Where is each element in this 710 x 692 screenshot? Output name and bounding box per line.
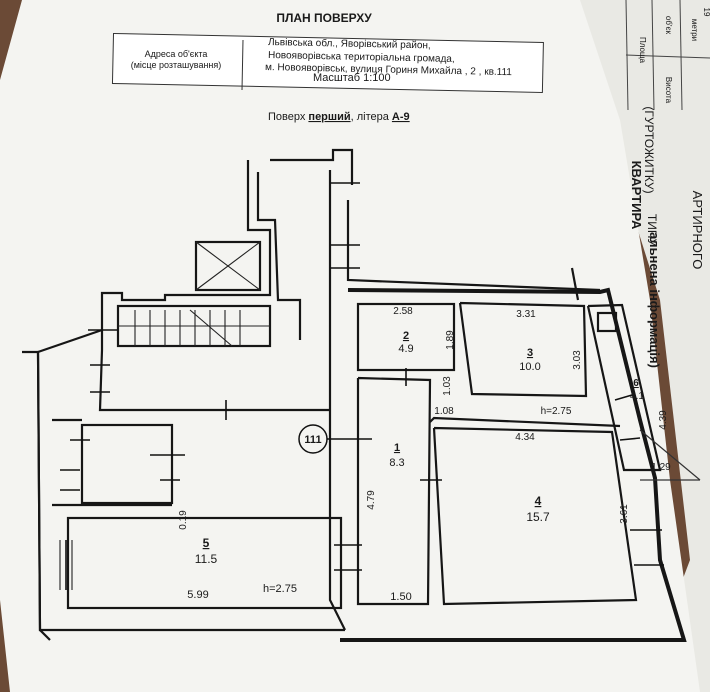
floor-letter: А-9 — [392, 111, 410, 123]
room-5-id: 5 — [203, 536, 210, 550]
dim-r6-width: 1.29 — [651, 462, 671, 473]
side-header-2: Висота — [664, 77, 673, 104]
side-title-4: АРТИРНОГО — [690, 191, 705, 270]
room-2-area: 4.9 — [398, 343, 413, 355]
address-line-2: Новояворівська територіальна громада, — [268, 50, 455, 65]
room-4-outline — [432, 426, 638, 606]
address-label-2: (місце розташування) — [131, 60, 222, 70]
plan-drawing — [22, 148, 687, 642]
ceiling-height-r5: h=2.75 — [263, 583, 297, 595]
room-3-id: 3 — [527, 347, 533, 359]
room-4-id: 4 — [535, 494, 542, 508]
dim-r3-height: 3.03 — [572, 350, 583, 370]
side-title-5: альнена інформація) — [647, 232, 662, 368]
room-4-area: 15.7 — [526, 510, 550, 524]
address-label-1: Адреса об'єкта — [145, 49, 208, 59]
back-sheet — [565, 0, 710, 692]
dim-r5-offset: 0.19 — [178, 510, 189, 530]
ceiling-height-r3: h=2.75 — [541, 406, 572, 417]
dim-r5-width: 5.99 — [187, 589, 208, 601]
apartment-marker: 111 — [298, 424, 372, 454]
side-title-3: ТИПУ — [645, 214, 659, 247]
room-2-id: 2 — [403, 330, 409, 342]
dim-r4-height: 3.61 — [619, 504, 630, 524]
dim-r4-width: 4.34 — [515, 432, 535, 443]
room-5-outline — [66, 516, 343, 610]
side-header-1: Площа — [638, 37, 647, 64]
room-1-area: 8.3 — [389, 457, 404, 469]
side-sheet: Площа Висота об'єк метри 19 КВАРТИРА (ГУ… — [625, 0, 710, 481]
apartment-number: 111 — [304, 434, 321, 446]
dim-r1-bottom: 1.50 — [390, 591, 411, 603]
side-page-number: 19 — [702, 8, 710, 17]
address-line-3: м. Новояворівськ, вулиця Гориня Михайла … — [265, 62, 513, 78]
floor-middle: , літера — [351, 111, 392, 123]
side-header-3: об'єк — [664, 16, 673, 35]
plan-title: ПЛАН ПОВЕРХУ — [276, 11, 372, 25]
dim-r6-height: 4.39 — [658, 410, 669, 430]
dim-r3-width: 3.31 — [516, 309, 536, 320]
side-header-4: метри — [690, 19, 699, 41]
room-6-area: 4.1 — [630, 391, 644, 402]
stairs — [116, 304, 272, 348]
dim-r1-width-top: 1.08 — [434, 406, 454, 417]
dimension-labels: 2.58 1.89 3.31 3.03 1.03 1.08 4.79 1.50 … — [178, 306, 671, 603]
scale-text: Масштаб 1:100 — [313, 72, 391, 84]
side-title-1: КВАРТИРА — [629, 161, 644, 230]
dim-r2-height: 1.89 — [445, 330, 456, 350]
room-1-id: 1 — [394, 442, 400, 454]
room-labels: 2 4.9 3 10.0 1 8.3 4 15.7 5 11.5 6 4.1 — [195, 330, 645, 566]
dim-r1-length: 4.79 — [366, 490, 377, 510]
room-3-outline — [458, 301, 588, 398]
address-table — [111, 32, 544, 93]
room-5-area: 11.5 — [195, 552, 218, 566]
floor-name: перший — [308, 111, 350, 123]
room-6-id: 6 — [633, 378, 639, 389]
room-3-area: 10.0 — [519, 361, 540, 373]
address-line-1: Львівська обл., Яворівський район, — [268, 36, 431, 51]
dim-r2-width: 2.58 — [393, 306, 413, 317]
floor-line: Поверх перший, літера А-9 — [268, 111, 410, 123]
side-title-2: (ГУРТОЖИТКУ) — [642, 106, 656, 193]
floor-prefix: Поверх — [268, 111, 308, 123]
dim-r1-top: 1.03 — [442, 376, 453, 396]
